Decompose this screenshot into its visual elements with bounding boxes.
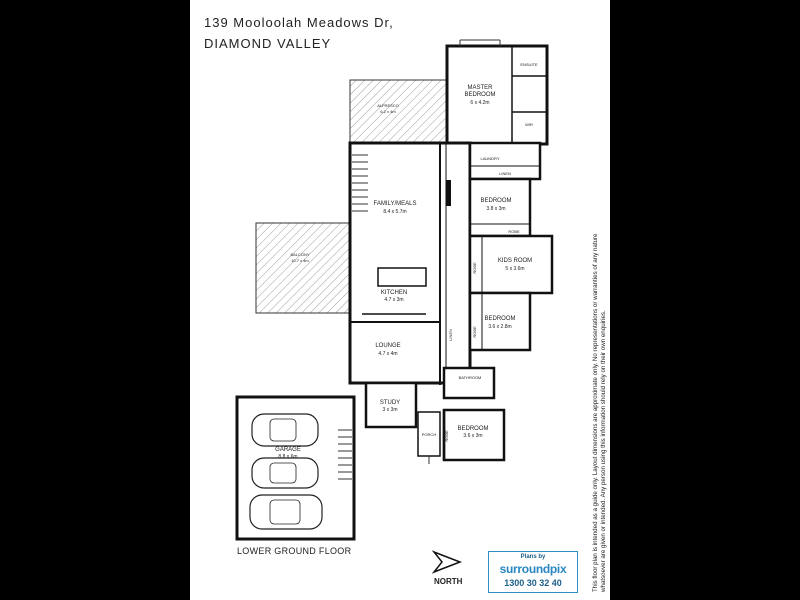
logo-phone: 1300 30 32 40 (504, 578, 562, 588)
alfresco-name: ALFRESCO (377, 103, 399, 108)
robe-3-name: ROBE (444, 430, 449, 442)
bedroom-2-name: BEDROOM (484, 316, 515, 322)
floor-level-label: LOWER GROUND FLOOR (237, 546, 352, 556)
linen-top-name: LINEN (499, 171, 511, 176)
kitchen-island (377, 267, 427, 287)
laundry-name: LAUNDRY (480, 156, 499, 161)
logo-name: surroundpix (499, 562, 567, 576)
study-walls (364, 381, 418, 429)
floor-plan-sheet: 139 Mooloolah Meadows Dr, DIAMOND VALLEY (190, 0, 610, 600)
car-2 (251, 457, 319, 489)
bedroom-3-walls (442, 408, 506, 462)
bedroom-2-dims: 3.6 x 2.8m (488, 324, 511, 330)
master-bedroom-name-2: BEDROOM (464, 92, 495, 98)
garage-dims: 8.8 x 6m (278, 454, 297, 460)
garage-name: GARAGE (275, 447, 301, 453)
address-line-2: DIAMOND VALLEY (204, 36, 332, 51)
bedroom-2-walls (468, 291, 532, 352)
north-label: NORTH (434, 577, 463, 586)
alfresco-dims: 6.2 x 4m (380, 109, 396, 114)
linen-hall-name: LINEN (448, 329, 453, 341)
fireplace (446, 180, 451, 206)
family-meals-name: FAMILY/MEALS (374, 201, 417, 207)
car-1 (251, 413, 319, 447)
kids-room-name: KIDS ROOM (498, 258, 532, 264)
lounge-dims: 4.7 x 4m (378, 351, 397, 357)
kitchen-dims: 4.7 x 3m (384, 297, 403, 303)
ensuite-name: ENSUITE (520, 62, 538, 67)
lounge-name: LOUNGE (375, 343, 400, 349)
room-labels: MASTER BEDROOM 6 x 4.2m ENSUITE WIR ALFR… (275, 62, 538, 460)
robe-2-name: ROBE (472, 326, 477, 338)
logo-plans-by: Plans by (520, 554, 546, 560)
floor-plan-drawing: MASTER BEDROOM 6 x 4.2m ENSUITE WIR ALFR… (235, 39, 554, 574)
wir-name: WIR (525, 122, 533, 127)
study-dims: 3 x 3m (382, 407, 397, 413)
alfresco-area (349, 79, 448, 144)
master-bedroom-dims: 6 x 4.2m (470, 100, 489, 106)
kids-room-dims: 5 x 3.6m (505, 266, 524, 272)
family-meals-dims: 8.4 x 5.7m (383, 209, 406, 215)
bathroom-name: BATHROOM (459, 375, 482, 380)
balcony-dims: 10.7 x 4m (291, 258, 309, 263)
porch-name: PORCH (422, 432, 437, 437)
bedroom-3-dims: 3.6 x 3m (463, 433, 482, 439)
north-arrow-icon (431, 550, 463, 574)
balcony-area (255, 222, 351, 314)
car-3 (249, 494, 323, 530)
main-house-walls (348, 141, 472, 385)
laundry-walls (468, 141, 542, 181)
surroundpix-logo: Plans by surroundpix 1300 30 32 40 (488, 551, 578, 593)
kitchen-name: KITCHEN (381, 290, 407, 296)
bedroom-1-name: BEDROOM (480, 198, 511, 204)
robe-1-name: ROBE (508, 229, 520, 234)
balcony-name: BALCONY (290, 252, 309, 257)
bedroom-1-dims: 3.8 x 3m (486, 206, 505, 212)
bathroom-walls (442, 366, 496, 400)
bedroom-3-name: BEDROOM (457, 426, 488, 432)
master-suite-walls (445, 44, 549, 146)
bedroom-1-walls (468, 177, 532, 238)
robe-kids-name: ROBE (472, 262, 477, 274)
master-bedroom-name-1: MASTER (467, 85, 493, 91)
address-line-1: 139 Mooloolah Meadows Dr, (204, 15, 394, 30)
disclaimer-text: This floor plan is intended as a guide o… (592, 233, 607, 592)
study-name: STUDY (380, 400, 400, 406)
